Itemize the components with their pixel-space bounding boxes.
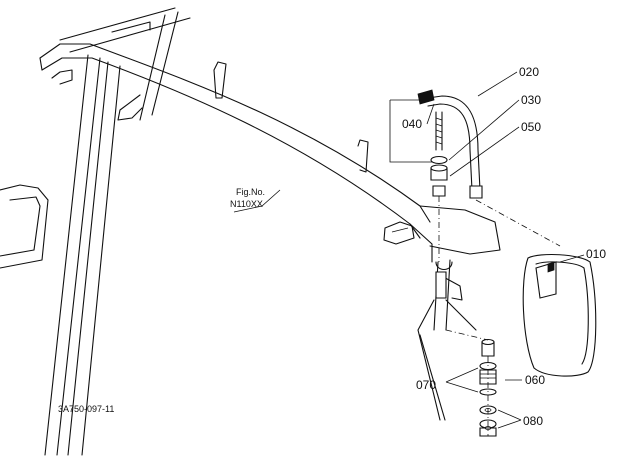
callout-070: 070	[416, 378, 436, 392]
callout-labels: 020 030 050 040 010 070 060 080	[402, 65, 606, 428]
washer-stack-top	[430, 155, 448, 197]
mirror-stay-rod	[417, 89, 483, 199]
figure-reference: Fig.No. N110XX	[230, 187, 265, 209]
callout-010: 010	[586, 247, 606, 261]
callout-030: 030	[521, 93, 541, 107]
assembly-center-lines	[438, 196, 561, 436]
roof-beam	[39, 43, 501, 263]
callout-040: 040	[402, 117, 422, 131]
callout-050: 050	[521, 120, 541, 134]
figure-ref-line1: Fig.No.	[236, 187, 265, 197]
mirror-mount-post	[417, 259, 477, 421]
callout-020: 020	[519, 65, 539, 79]
cab-frame	[0, 7, 191, 456]
callout-060: 060	[525, 373, 545, 387]
leader-lines	[233, 71, 585, 429]
rear-view-mirror	[522, 254, 597, 377]
document-code: 3A750-097-11	[58, 404, 114, 414]
callout-080: 080	[523, 414, 543, 428]
figure-ref-line2: N110XX	[230, 199, 263, 209]
rod-bracket-frame	[389, 99, 432, 163]
